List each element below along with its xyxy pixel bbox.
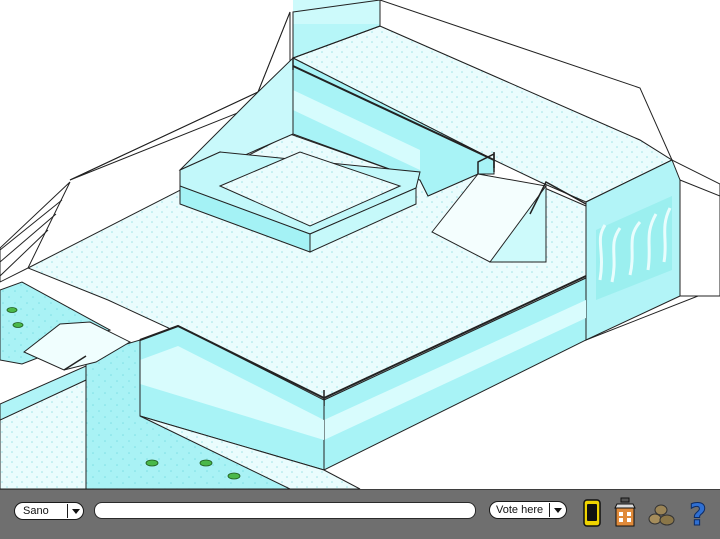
- vote-dropdown[interactable]: Vote here: [489, 501, 567, 519]
- user-dropdown-value: Sano: [23, 505, 49, 517]
- navigator-icon[interactable]: [611, 496, 639, 530]
- chevron-down-icon: [554, 508, 562, 513]
- svg-text:?: ?: [689, 498, 706, 530]
- hand-inventory-icon[interactable]: [578, 496, 606, 530]
- front-railing: [323, 275, 587, 399]
- vote-dropdown-value: Vote here: [496, 504, 544, 516]
- pit-floor: [218, 151, 402, 227]
- chat-input[interactable]: [94, 502, 476, 519]
- chevron-down-icon: [72, 509, 80, 514]
- vote-dropdown-separator: [549, 503, 550, 517]
- room-left-wall: [178, 56, 294, 171]
- catalogue-icon[interactable]: [647, 496, 675, 530]
- help-icon[interactable]: ?: [684, 496, 712, 534]
- pool-room-scene: [0, 0, 720, 489]
- water-channel: [85, 339, 291, 489]
- user-dropdown[interactable]: Sano: [14, 502, 84, 520]
- user-dropdown-separator: [67, 504, 68, 518]
- lily-pads: [6, 307, 241, 480]
- upper-railing: [292, 65, 495, 161]
- right-wall: [379, 0, 674, 162]
